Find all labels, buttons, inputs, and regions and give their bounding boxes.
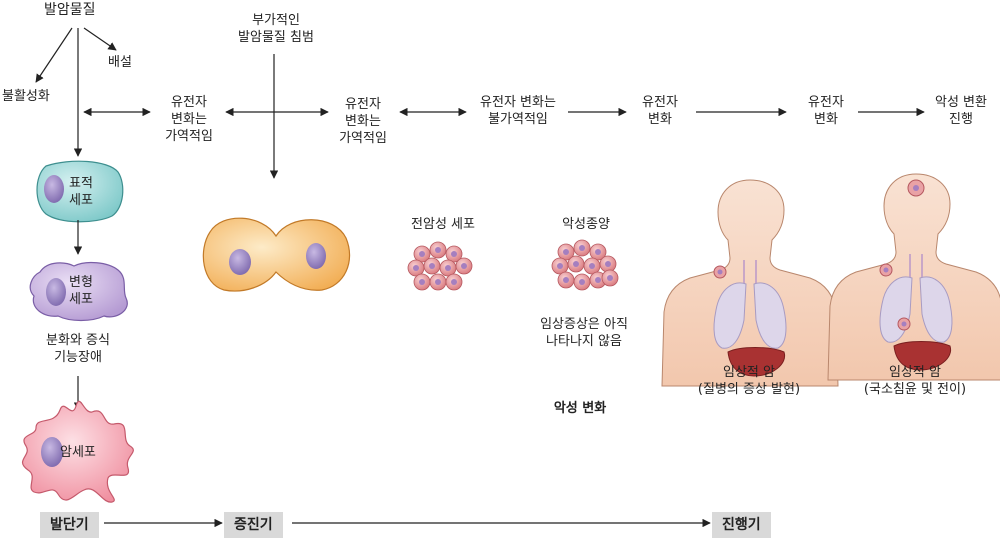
reversible-label-a: 유전자 변화는 가역적임: [165, 95, 213, 144]
stage-progression: 진행기: [712, 512, 771, 538]
stage-promotion: 증진기: [224, 512, 283, 538]
clinical-cancer-label-a: 임상적 암 (질병의 증상 발현): [697, 365, 801, 397]
precancerous-label: 전암성 세포: [411, 217, 475, 232]
nucleus-icon: [306, 243, 326, 269]
stage-initiation: 발단기: [40, 512, 99, 538]
carcinogen-label: 발암물질: [44, 2, 96, 18]
precancerous-cluster: [407, 241, 473, 291]
nucleus-icon: [229, 249, 251, 275]
gene-change-label-a: 유전자 변화: [642, 95, 678, 127]
dysfunction-label: 분화와 증식 기능장애: [46, 333, 110, 365]
transformed-cell-label: 변형 세포: [69, 275, 93, 307]
no-symptoms-label: 임상증상은 아직 나타나지 않음: [540, 317, 628, 349]
human-torso-icon: [827, 173, 1000, 381]
dividing-cell: [202, 217, 351, 292]
nucleus-icon: [44, 175, 64, 203]
cancer-cell-label: 암세포: [60, 445, 96, 460]
nucleus-icon: [41, 437, 63, 467]
arrow-icon: [83, 27, 117, 51]
additional-carcinogen-label: 부가적인 발암물질 침범: [238, 13, 314, 45]
human-torso-icon: [661, 179, 839, 387]
excretion-label: 배설: [108, 55, 132, 70]
clinical-cancer-label-b: 임상적 암 (국소침윤 및 전이): [863, 365, 967, 397]
malignant-progress-label: 악성 변환 진행: [935, 95, 987, 127]
malignant-transformation-label: 악성 변화: [553, 401, 607, 416]
target-cell: [36, 160, 124, 223]
gene-change-label-b: 유전자 변화: [808, 95, 844, 127]
arrow-icon: [35, 27, 73, 83]
malignant-tumor-label: 악성종양: [562, 217, 610, 232]
reversible-label-b: 유전자 변화는 가역적임: [339, 97, 387, 146]
transformed-cell: [29, 261, 128, 322]
irreversible-label: 유전자 변화는 불가역적임: [480, 95, 556, 127]
target-cell-label: 표적 세포: [69, 176, 93, 208]
cancer-cell: [22, 400, 134, 503]
nucleus-icon: [46, 278, 66, 306]
inactivation-label: 불활성화: [2, 89, 50, 104]
malignant-tumor-cluster: [551, 239, 619, 291]
